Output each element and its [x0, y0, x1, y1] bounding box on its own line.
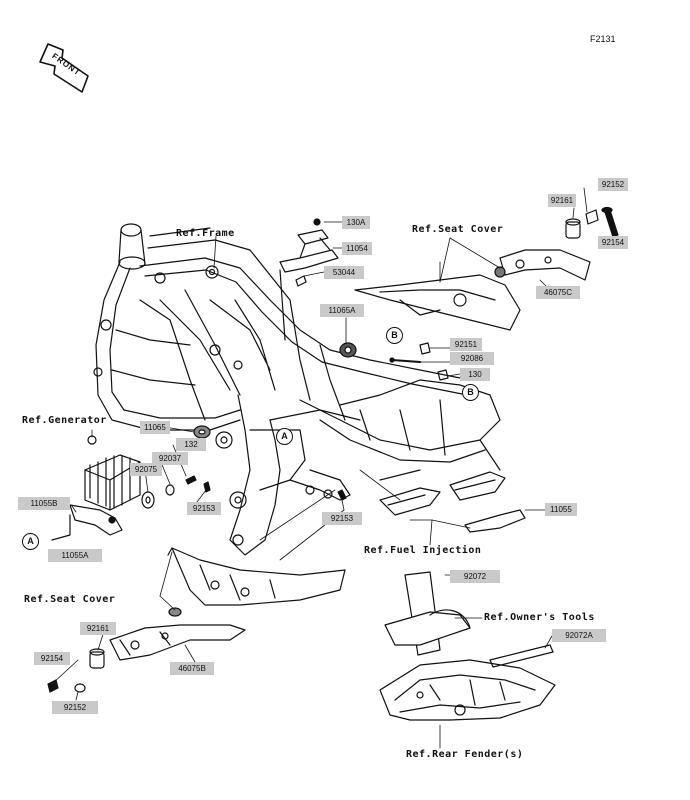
- ref-generator-link[interactable]: Ref.Generator: [22, 415, 107, 426]
- part-46075c[interactable]: 46075C: [536, 286, 580, 299]
- part-130[interactable]: 130: [460, 368, 490, 381]
- part-92151[interactable]: 92151: [450, 338, 482, 351]
- diagram-code: F2131: [590, 34, 616, 44]
- part-92086[interactable]: 92086: [450, 352, 494, 365]
- main-frame-drawing: [93, 223, 501, 556]
- grommet-11065a-drawing: [339, 342, 357, 358]
- part-92153-left[interactable]: 92153: [187, 502, 221, 515]
- ref-owners-tools-link[interactable]: Ref.Owner's Tools: [484, 612, 595, 623]
- part-130a[interactable]: 130A: [342, 216, 370, 229]
- fuel-injection-brackets-drawing: [379, 439, 526, 533]
- part-132[interactable]: 132: [176, 438, 206, 451]
- part-11055a[interactable]: 11055A: [48, 549, 102, 562]
- part-92072a[interactable]: 92072A: [552, 629, 606, 642]
- part-92154-top[interactable]: 92154: [598, 236, 628, 249]
- part-11054[interactable]: 11054: [342, 242, 372, 255]
- part-92037[interactable]: 92037: [152, 452, 188, 465]
- part-11065a[interactable]: 11065A: [320, 304, 364, 317]
- part-92152-top[interactable]: 92152: [598, 178, 628, 191]
- marker-a-bracket: A: [22, 533, 39, 550]
- part-92072[interactable]: 92072: [450, 570, 500, 583]
- generator-small-parts-drawing: [141, 425, 347, 509]
- part-11055[interactable]: 11055: [545, 503, 577, 516]
- ref-seat-cover-top-link[interactable]: Ref.Seat Cover: [412, 224, 504, 235]
- seat-cover-lower-drawing: [47, 547, 346, 693]
- b-small-parts-drawing: [389, 342, 449, 381]
- part-92154-bottom[interactable]: 92154: [34, 652, 70, 665]
- ref-rear-fender-link[interactable]: Ref.Rear Fender(s): [406, 749, 524, 760]
- seat-cover-upper-drawing: [354, 206, 619, 331]
- regulator-drawing: [51, 435, 141, 541]
- part-92075[interactable]: 92075: [130, 463, 162, 476]
- clip-53044-drawing: [295, 275, 307, 287]
- part-46075b[interactable]: 46075B: [170, 662, 214, 675]
- bracket-11054-drawing: [279, 218, 339, 273]
- ref-frame-link[interactable]: Ref.Frame: [176, 228, 235, 239]
- part-11065[interactable]: 11065: [140, 421, 170, 434]
- marker-a-frame: A: [276, 428, 293, 445]
- marker-b-upper: B: [386, 327, 403, 344]
- ref-fuel-injection-link[interactable]: Ref.Fuel Injection: [364, 545, 482, 556]
- part-92161-bottom[interactable]: 92161: [80, 622, 116, 635]
- part-92153-mid[interactable]: 92153: [322, 512, 362, 525]
- part-53044[interactable]: 53044: [324, 266, 364, 279]
- part-11055b[interactable]: 11055B: [18, 497, 70, 510]
- marker-b-lower: B: [462, 384, 479, 401]
- part-92152-bottom[interactable]: 92152: [52, 701, 98, 714]
- ref-seat-cover-left-link[interactable]: Ref.Seat Cover: [24, 594, 116, 605]
- part-92161-top[interactable]: 92161: [548, 194, 576, 207]
- rear-fender-drawing: [379, 571, 556, 721]
- front-arrow-icon: [39, 43, 89, 93]
